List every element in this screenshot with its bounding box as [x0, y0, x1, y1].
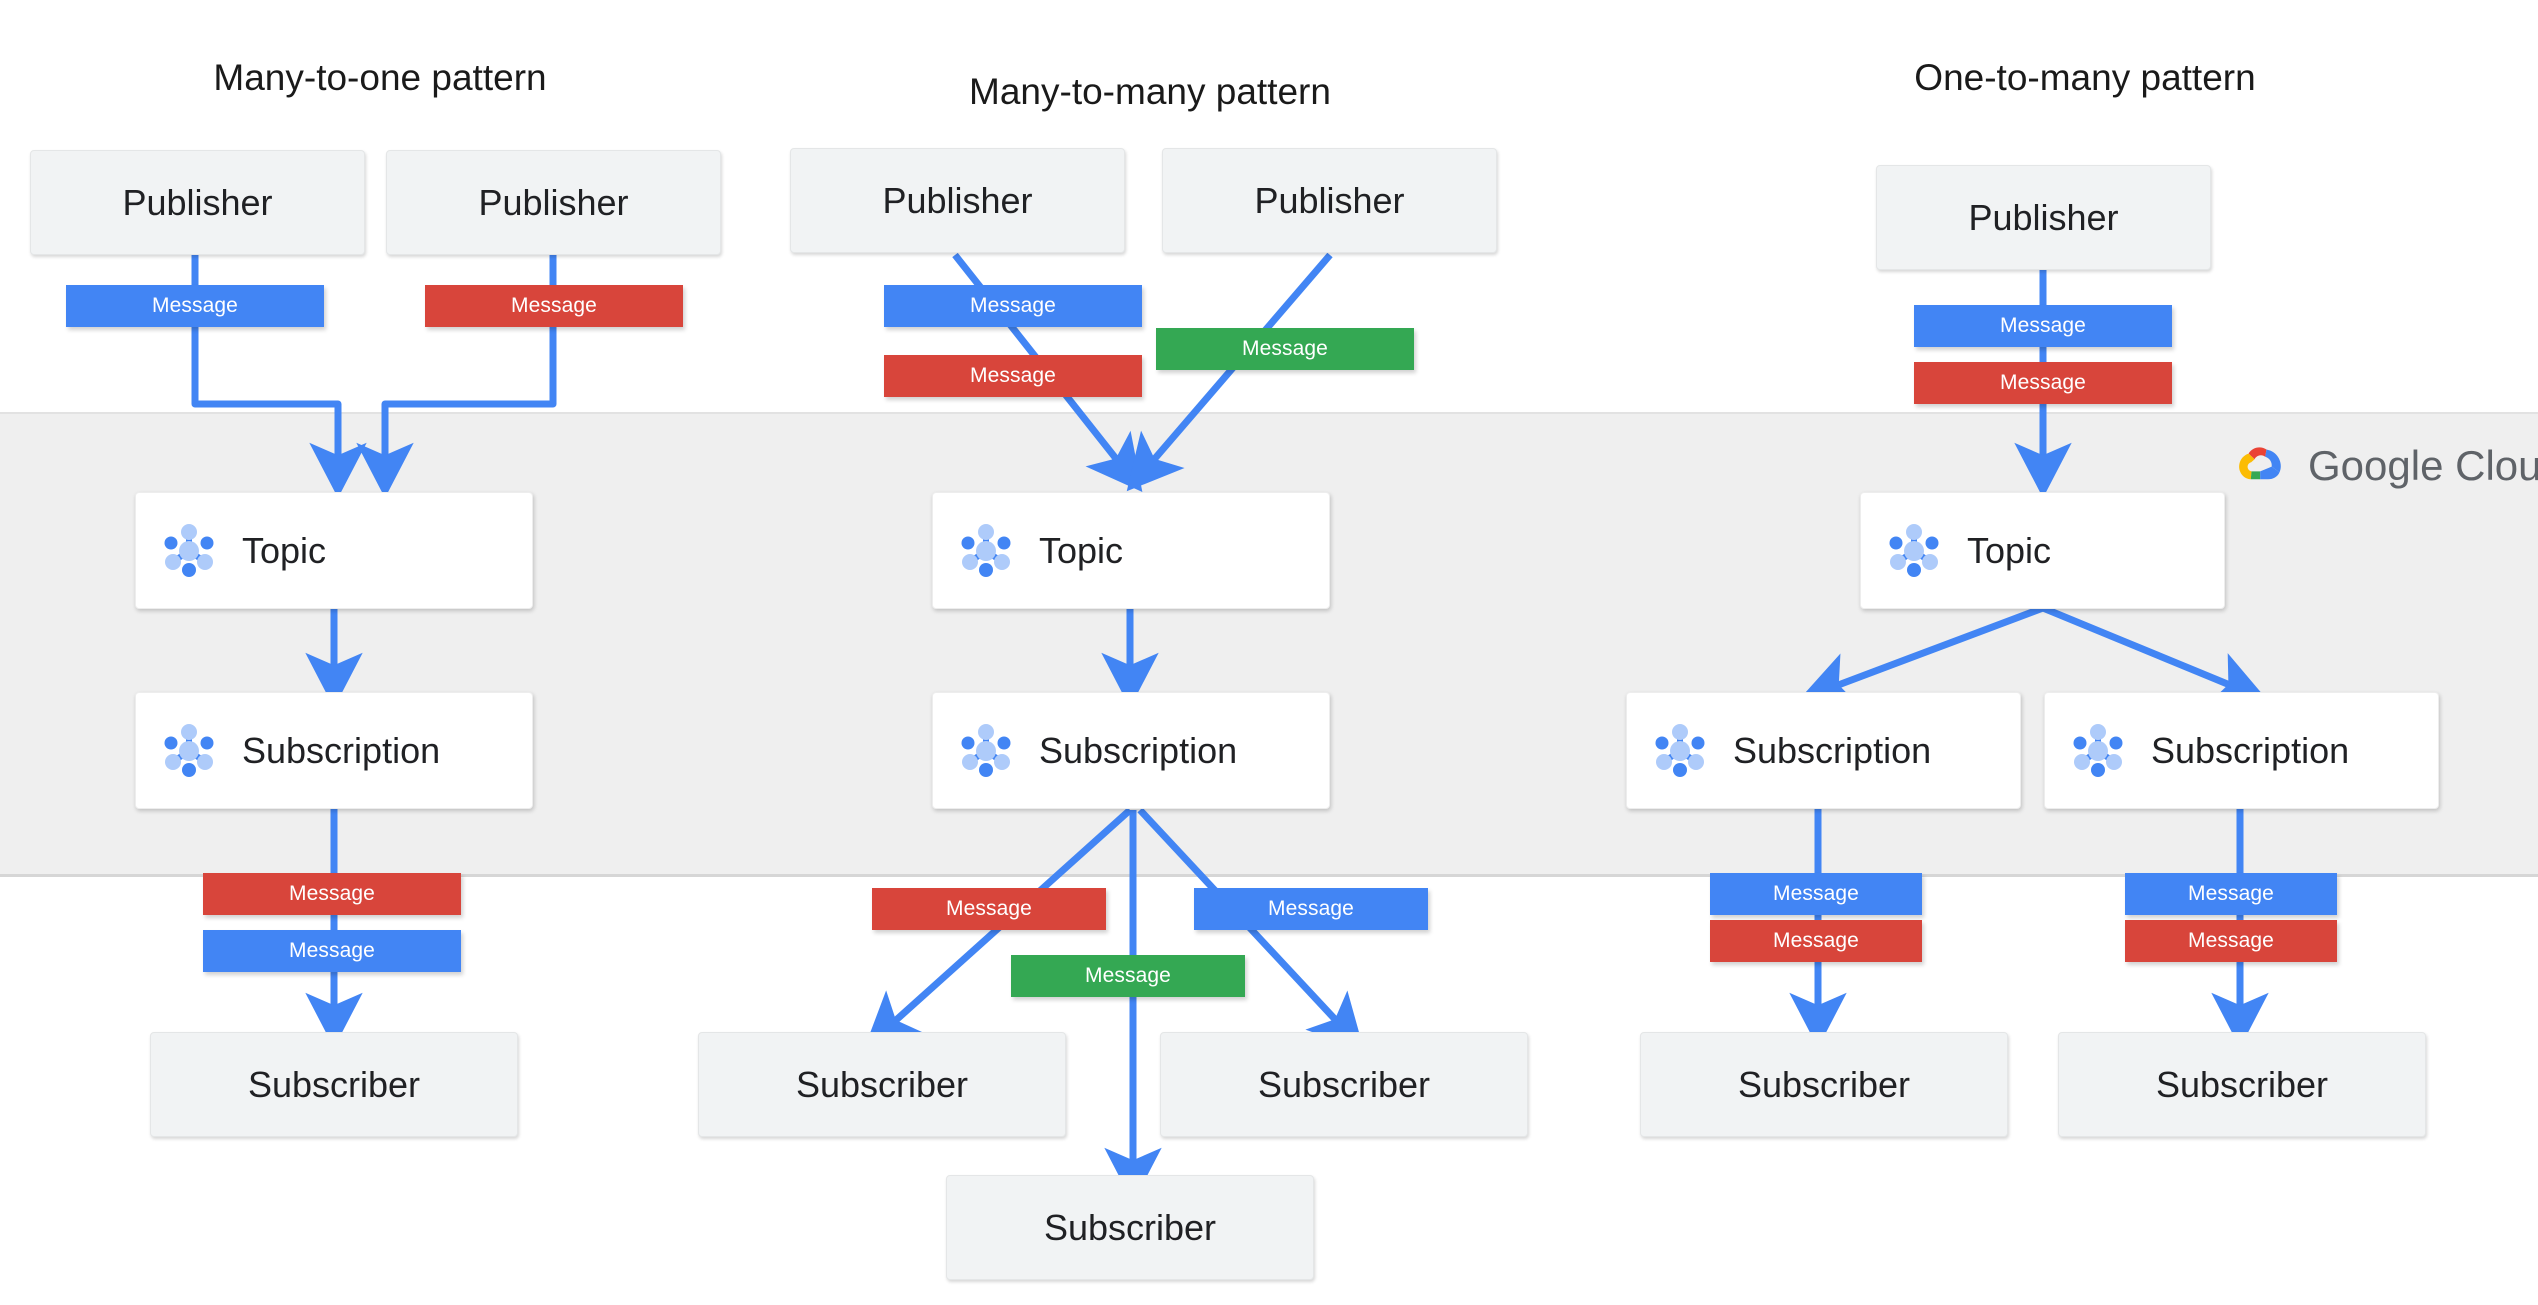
message-chip: Message [425, 285, 683, 327]
publisher-label: Publisher [478, 181, 629, 223]
message-chip: Message [884, 285, 1142, 327]
message-label: Message [2000, 371, 2086, 394]
subscription-label: Subscription [2151, 729, 2350, 771]
subscription-label: Subscription [1733, 729, 1932, 771]
message-chip: Message [1156, 328, 1414, 370]
publisher-node[interactable]: Publisher [1876, 165, 2211, 270]
topic-node[interactable]: Topic [932, 492, 1330, 609]
message-chip: Message [884, 355, 1142, 397]
topic-label: Topic [242, 529, 327, 571]
message-label: Message [970, 364, 1056, 387]
subscriber-label: Subscriber [247, 1063, 421, 1105]
subscription-label: Subscription [242, 729, 441, 771]
pubsub-icon [158, 520, 220, 582]
message-label: Message [1773, 882, 1859, 905]
message-chip: Message [1710, 873, 1922, 915]
pubsub-icon [1883, 520, 1945, 582]
publisher-node[interactable]: Publisher [386, 150, 721, 255]
publisher-node[interactable]: Publisher [30, 150, 365, 255]
subscription-node[interactable]: Subscription [2044, 692, 2439, 809]
message-label: Message [2188, 929, 2274, 952]
message-chip: Message [872, 888, 1106, 930]
subscriber-node[interactable]: Subscriber [698, 1032, 1066, 1137]
subscriber-label: Subscriber [1257, 1063, 1431, 1105]
subscription-label: Subscription [1039, 729, 1238, 771]
message-chip: Message [2125, 873, 2337, 915]
message-chip: Message [1011, 955, 1245, 997]
google-cloud-wordmark: Google Cloud [2308, 442, 2538, 490]
google-cloud-mark-icon [2236, 443, 2292, 489]
message-chip: Message [2125, 920, 2337, 962]
subscriber-label: Subscriber [2155, 1063, 2329, 1105]
message-label: Message [1773, 929, 1859, 952]
topic-label: Topic [1039, 529, 1124, 571]
message-label: Message [1085, 964, 1171, 987]
publisher-label: Publisher [1968, 196, 2119, 238]
subscription-node[interactable]: Subscription [1626, 692, 2021, 809]
topic-label: Topic [1967, 529, 2052, 571]
publisher-label: Publisher [882, 179, 1033, 221]
subscriber-label: Subscriber [1043, 1206, 1217, 1248]
message-label: Message [1242, 337, 1328, 360]
google-cloud-logo: Google Cloud [2236, 442, 2538, 490]
subscription-node[interactable]: Subscription [135, 692, 533, 809]
pubsub-icon [955, 520, 1017, 582]
message-label: Message [289, 882, 375, 905]
topic-node[interactable]: Topic [135, 492, 533, 609]
pattern-title-many-to-one: Many-to-one pattern [213, 57, 547, 98]
message-label: Message [511, 294, 597, 317]
message-chip: Message [66, 285, 324, 327]
message-label: Message [152, 294, 238, 317]
message-chip: Message [1710, 920, 1922, 962]
message-chip: Message [1914, 362, 2172, 404]
subscriber-node[interactable]: Subscriber [1160, 1032, 1528, 1137]
publisher-label: Publisher [122, 181, 273, 223]
pattern-title-one-to-many: One-to-many pattern [1914, 57, 2256, 98]
message-label: Message [2188, 882, 2274, 905]
message-label: Message [1268, 897, 1354, 920]
message-chip: Message [1914, 305, 2172, 347]
message-chip: Message [203, 873, 461, 915]
subscriber-node[interactable]: Subscriber [150, 1032, 518, 1137]
subscriber-node[interactable]: Subscriber [1640, 1032, 2008, 1137]
message-label: Message [946, 897, 1032, 920]
subscriber-label: Subscriber [795, 1063, 969, 1105]
message-label: Message [2000, 314, 2086, 337]
wordmark-google: Google [2308, 442, 2444, 489]
wordmark-cloud: Cloud [2455, 442, 2538, 489]
message-chip: Message [203, 930, 461, 972]
topic-node[interactable]: Topic [1860, 492, 2225, 609]
subscription-node[interactable]: Subscription [932, 692, 1330, 809]
publisher-label: Publisher [1254, 179, 1405, 221]
pubsub-icon [955, 720, 1017, 782]
pubsub-icon [2067, 720, 2129, 782]
subscriber-node[interactable]: Subscriber [2058, 1032, 2426, 1137]
publisher-node[interactable]: Publisher [790, 148, 1125, 253]
message-chip: Message [1194, 888, 1428, 930]
subscriber-label: Subscriber [1737, 1063, 1911, 1105]
pubsub-icon [1649, 720, 1711, 782]
pubsub-icon [158, 720, 220, 782]
subscriber-node[interactable]: Subscriber [946, 1175, 1314, 1280]
message-label: Message [289, 939, 375, 962]
message-label: Message [970, 294, 1056, 317]
publisher-node[interactable]: Publisher [1162, 148, 1497, 253]
pattern-title-many-to-many: Many-to-many pattern [969, 71, 1331, 112]
